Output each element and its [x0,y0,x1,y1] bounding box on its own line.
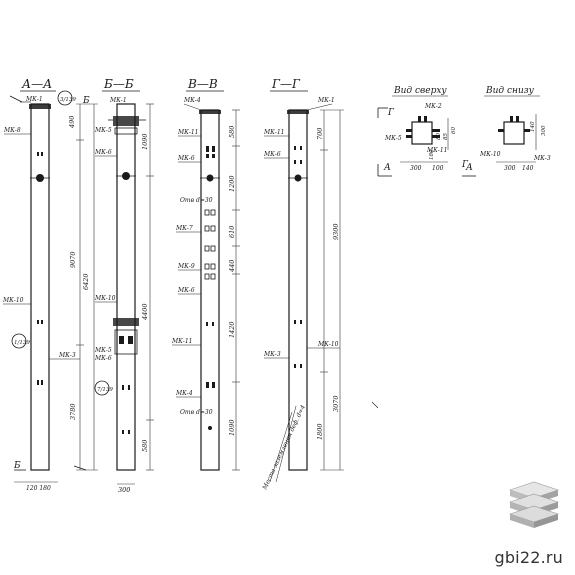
dim-label: 80 [436,133,442,140]
mark-label: МК-8 [3,127,21,134]
dim-label: 300 [118,486,130,494]
dim-label: 9300 [332,223,340,240]
view-label: Г [387,108,395,118]
mark-label: МК-11 [426,147,447,154]
ref-callout: 7/139 [97,387,113,393]
dim-label: 490 [68,116,76,129]
dim-label: 6420 [82,273,90,290]
dim-label: 140 [530,121,536,132]
dim-label: 180 [429,149,435,160]
mark-label: МК-2 [424,103,442,110]
view-title: Вид сверху [393,86,447,96]
dim-label: 440 [228,260,236,273]
hole-label: Отв d=30 [180,409,213,416]
mark-label: МК-5 [384,135,402,142]
mark-label: МК-6 [263,151,281,158]
dim-label: 610 [228,226,236,238]
site-watermark[interactable]: gbi22.ru [494,548,563,567]
mark-label: МК-10 [2,297,24,304]
dim-label: 1800 [316,423,324,440]
mark-label: МК-1 [317,97,335,104]
dim-label: 9070 [69,251,77,268]
top-view: Вид сверху Г МК-2 МК-5 МК-11 85 80 180 6… [377,86,469,177]
dim-label: 4400 [141,303,149,321]
section-b-b: Б—Б МК-1 МК-5 МК-6 МК-10 МК-5 МК-6 7/139 [94,77,154,494]
mark-label: МК-1 [109,97,127,104]
bottom-view: Вид снизу МК-10 МК-3 140 300 300 140 А [462,86,551,177]
mark-label: МК-3 [58,352,76,359]
dim-label: 300 [504,165,516,172]
mark-label: МК-4 [183,97,201,104]
dim-label: 1090 [228,419,236,436]
stacked-slabs-logo [509,481,559,528]
mark-label: МК-6 [94,149,112,156]
mark-label: МК-6 [177,287,195,294]
mark-label: МК-7 [175,225,193,232]
mark-label: МК-5 [94,127,112,134]
mark-label: МК-3 [533,155,551,162]
view-label: А [465,163,473,173]
view-label: Г [461,160,469,170]
mark-label: МК-4 [175,390,193,397]
mark-label: МК-11 [177,129,198,136]
dim-label: 1090 [141,133,149,150]
dim-label: 3780 [69,403,77,420]
mark-label: МК-3 [263,351,281,358]
view-title: Вид снизу [485,86,535,96]
dim-label: 700 [316,128,324,140]
mark-label: МК-10 [317,341,339,348]
dim-label: 1420 [228,321,236,338]
ref-callout: 1/139 [14,340,30,346]
mark-label: МК-1 [25,96,43,103]
section-title: В—В [187,77,218,91]
mark-label: МК-11 [263,129,284,136]
dim-label: 3070 [332,395,340,412]
dim-label: 85 [443,133,449,140]
section-v-v: В—В МК-4 МК-11 МК-6 Отв d=30 МК-7 МК-9 М… [171,77,240,471]
section-title: Б—Б [103,77,134,91]
section-title: Г—Г [271,77,301,91]
section-title: А—А [21,77,52,91]
side-label: Б [82,96,90,106]
ref-callout: 3/139 [60,97,76,103]
mark-label: МК-6 [94,355,112,362]
dim-label: 1200 [228,175,236,192]
dim-label: 300 [541,125,547,136]
dim-label: 140 [522,165,534,172]
side-label: Б [13,461,21,471]
mark-label: МК-6 [177,155,195,162]
mark-label: МК-10 [479,151,501,158]
dim-label: 100 [432,165,444,172]
bottom-dim: 120 180 [26,485,51,492]
mark-label: МК-10 [94,295,116,302]
hole-label: Отв d=30 [180,197,213,204]
section-g-g: Г—Г МК-1 МК-11 МК-6 МК-3 МК-10 Места заз… [261,77,379,492]
section-a-a: А—А МК-1 МК-8 3/139 1/139 Б Б МК-10 МК-3 [2,77,98,492]
dim-label: 300 [410,165,422,172]
dim-label: 60 [451,127,457,134]
mark-label: МК-9 [177,263,195,270]
view-label: А [383,163,391,173]
mark-label: МК-5 [94,347,112,354]
dim-label: 580 [141,440,149,452]
dim-label: 580 [228,126,236,138]
mark-label: МК-11 [171,338,192,345]
